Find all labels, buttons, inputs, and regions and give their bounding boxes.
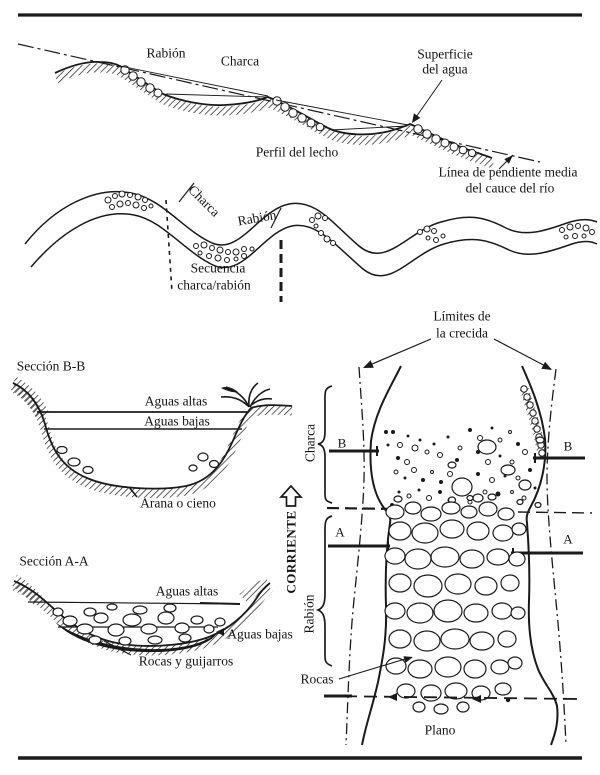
superficie-arrow xyxy=(412,79,443,123)
section-bb-title: Sección B-B xyxy=(16,358,86,374)
current-direction-label: CORRIENTE xyxy=(283,510,299,594)
pendiente-arrow xyxy=(498,154,514,170)
corriente-arrow xyxy=(279,484,303,507)
section-a-marker-left: A xyxy=(335,524,345,540)
meander-plan xyxy=(24,182,598,302)
charca-stipple-left xyxy=(384,430,473,510)
aa-bottom-material-label: Rocas y guijarros xyxy=(138,653,234,669)
flood-limits-label-line1: Límites de xyxy=(433,308,491,324)
mean-slope-label-line2: del cauce del río xyxy=(465,180,555,196)
flood-limits-label-line2: la crecida xyxy=(435,325,489,341)
bed-profile-label: Perfil del lecho xyxy=(255,144,339,160)
plan-charca-label: Charca xyxy=(302,423,318,463)
plan-view-drawing xyxy=(315,338,593,746)
profile-rabion-label: Rabión xyxy=(146,45,186,61)
aa-high-water-label: Aguas altas xyxy=(155,583,219,599)
meander-riffle-stipples xyxy=(104,190,595,263)
section-a-marker-right: A xyxy=(563,531,573,547)
profile-charca-label: Charca xyxy=(220,53,260,69)
longitudinal-profile xyxy=(17,43,541,170)
section-b-marker-right: B xyxy=(563,438,573,454)
plant xyxy=(220,382,273,408)
sequence-label-line2: charca/rabión xyxy=(177,277,251,293)
section-bb-drawing xyxy=(9,376,293,499)
section-aa-drawing xyxy=(10,574,273,656)
aa-low-water-label: Aguas bajas xyxy=(227,626,293,642)
section-aa-title: Sección A-A xyxy=(19,553,89,569)
water-surface-label-line1: Superficie xyxy=(417,46,473,62)
plan-rocks-label: Rocas xyxy=(300,671,334,687)
mean-slope-label-line1: Línea de pendiente media xyxy=(438,164,578,180)
bb-bottom-material-label: Arana o cieno xyxy=(140,495,216,511)
plan-view-caption: Plano xyxy=(424,722,456,738)
section-b-marker-left: B xyxy=(337,435,347,451)
charca-stipple-right xyxy=(467,426,545,505)
plan-rabion-label: Rabión xyxy=(301,594,317,634)
water-surface-label-line2: del agua xyxy=(422,61,468,77)
riffle-pebbles xyxy=(120,65,477,158)
rabion-cobbles xyxy=(384,493,542,715)
bb-high-water-label: Aguas altas xyxy=(144,393,208,409)
sequence-label-line1: Secuencia xyxy=(190,260,246,276)
aa-cobbles xyxy=(52,603,226,646)
bb-low-water-label: Aguas bajas xyxy=(144,413,210,429)
